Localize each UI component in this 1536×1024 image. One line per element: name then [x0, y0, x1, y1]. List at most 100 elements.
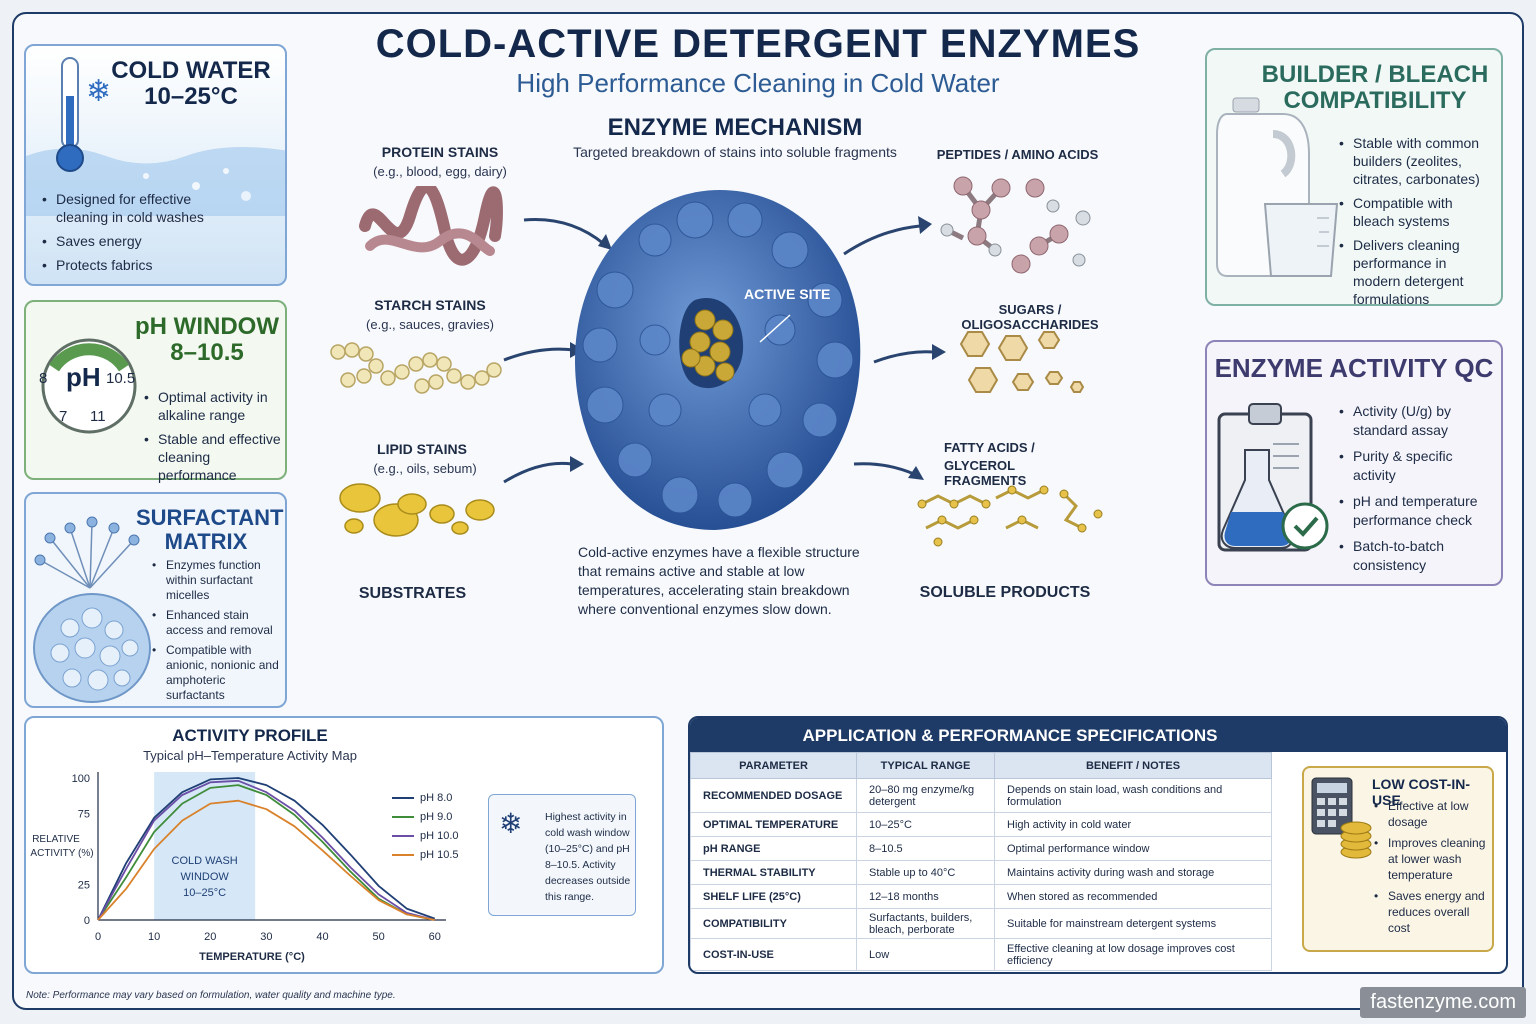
table-cell: 12–18 months: [856, 884, 995, 909]
mechanism-title: ENZYME MECHANISM: [607, 114, 863, 141]
sugars-label: SUGARS / OLIGOSACCHARIDES: [961, 302, 1099, 332]
legend-label: pH 10.5: [420, 849, 459, 861]
cold-water-title: COLD WATER: [111, 57, 271, 84]
clipboard-flask-icon: [1217, 403, 1329, 552]
y-axis-label: RELATIVE: [32, 834, 80, 845]
starch-beads-icon: [330, 342, 502, 394]
series-line-ph-8-0: [97, 777, 436, 921]
legend-label: pH 10.0: [420, 830, 459, 842]
sugar-hexagon-icon: [959, 331, 1085, 393]
table-row: pH RANGE 8–10.5 Optimal performance wind…: [690, 836, 1272, 861]
detergent-jug-icon: [1216, 97, 1339, 277]
legend-label: pH 9.0: [420, 811, 453, 823]
list-item: Stable with common builders (zeolites, c…: [1337, 134, 1497, 188]
snowflake-icon: ❄: [499, 808, 523, 839]
specs-card: APPLICATION & PERFORMANCE SPECIFICATIONS…: [688, 716, 1508, 974]
table-cell: OPTIMAL TEMPERATURE: [690, 812, 857, 837]
cost-box: LOW COST-IN-USE Effective at low dosage …: [1302, 766, 1494, 952]
builder-title: BUILDER / BLEACH: [1261, 61, 1489, 88]
table-row: OPTIMAL TEMPERATURE 10–25°C High activit…: [690, 812, 1272, 837]
builder-card: BUILDER / BLEACH COMPATIBILITY Stable wi…: [1205, 48, 1503, 308]
legend-item: pH 9.0: [392, 811, 459, 823]
cold-water-card: ❄ COLD WATER 10–25°C Designed for effect…: [24, 44, 287, 286]
chart-note: Highest activity in cold wash window (10…: [545, 811, 631, 903]
y-tick-label: 25: [78, 880, 90, 892]
arrow-right-icon: [503, 456, 584, 484]
ph-window-bullets: Optimal activity in alkaline range Stabl…: [142, 388, 286, 484]
table-cell: Surfactants, builders, bleach, perborate: [856, 908, 995, 939]
builder-bullets: Stable with common builders (zeolites, c…: [1337, 134, 1497, 308]
list-item: Effective at low dosage: [1372, 798, 1494, 830]
ph-window-card: pH 8 10.5 7 11 pH WINDOW 8–10.5 Optimal …: [24, 300, 287, 483]
x-tick-label: 10: [148, 931, 160, 943]
legend-swatch: [392, 797, 414, 799]
x-tick-label: 0: [95, 931, 101, 943]
column-header: BENEFIT / NOTES: [994, 752, 1272, 779]
cold-wash-band: [154, 772, 256, 920]
list-item: Compatible with bleach systems: [1337, 194, 1497, 230]
x-tick-label: 20: [204, 931, 216, 943]
ph-window-range: 8–10.5: [170, 339, 244, 367]
table-cell: Low: [856, 938, 995, 971]
x-tick-label: 30: [260, 931, 272, 943]
ph-window-title: pH WINDOW: [135, 313, 279, 340]
arrow-right-icon: [873, 344, 946, 364]
column-header: TYPICAL RANGE: [856, 752, 995, 779]
list-item: Stable and effective cleaning performanc…: [142, 430, 286, 484]
ph-gauge-icon: [41, 338, 137, 434]
series-line-ph-10-0: [97, 779, 436, 921]
table-cell: Stable up to 40°C: [856, 860, 995, 885]
protein-strand-icon: [359, 186, 503, 266]
active-site-label: ACTIVE SITE: [744, 286, 831, 302]
table-row: SHELF LIFE (25°C) 12–18 months When stor…: [690, 884, 1272, 909]
specs-table: PARAMETER TYPICAL RANGE BENEFIT / NOTES …: [690, 752, 1272, 971]
list-item: Delivers cleaning performance in modern …: [1337, 236, 1497, 308]
mechanism-description: Cold-active enzymes have a flexible stru…: [578, 544, 860, 617]
fatty-acid-chain-icon: [917, 485, 1103, 547]
table-row: THERMAL STABILITY Stable up to 40°C Main…: [690, 860, 1272, 885]
table-cell: When stored as recommended: [994, 884, 1272, 909]
ph-tick-8: 8: [39, 370, 48, 387]
y-tick-label: 75: [78, 809, 90, 821]
enzyme-structure-icon: [575, 190, 861, 530]
specs-header-bar: [690, 718, 1506, 752]
list-item: Optimal activity in alkaline range: [142, 388, 286, 424]
mechanism-subtitle: Targeted breakdown of stains into solubl…: [573, 144, 897, 160]
starch-stains-examples: (e.g., sauces, gravies): [366, 317, 494, 332]
amino-acid-icon: [940, 176, 1091, 274]
legend-item: pH 10.0: [392, 830, 459, 842]
lipid-stains-examples: (e.g., oils, sebum): [373, 461, 477, 476]
qc-bullets: Activity (U/g) by standard assay Purity …: [1337, 402, 1497, 575]
table-cell: THERMAL STABILITY: [690, 860, 857, 885]
surfactant-subtitle: MATRIX: [164, 529, 248, 555]
table-cell: 8–10.5: [856, 836, 995, 861]
x-axis-label: TEMPERATURE (°C): [199, 951, 305, 963]
cold-wash-window-label: 10–25°C: [183, 887, 226, 899]
surfactant-title: SURFACTANT: [136, 505, 284, 530]
list-item: Enhanced stain access and removal: [150, 608, 284, 638]
table-cell: COST-IN-USE: [690, 938, 857, 971]
legend-swatch: [392, 816, 414, 818]
fatty-acids-label: FATTY ACIDS /: [944, 440, 1035, 455]
list-item: Enzymes function within surfactant micel…: [150, 558, 284, 603]
chart-subtitle: Typical pH–Temperature Activity Map: [143, 748, 357, 763]
arrow-right-icon: [853, 462, 924, 480]
cold-wash-window-label: COLD WASH: [172, 855, 238, 867]
table-cell: COMPATIBILITY: [690, 908, 857, 939]
calculator-coins-icon: [1311, 777, 1372, 859]
table-row: RECOMMENDED DOSAGE 20–80 mg enzyme/kg de…: [690, 778, 1272, 813]
thermometer-icon: [56, 57, 84, 172]
x-tick-label: 50: [373, 931, 385, 943]
cold-water-range: 10–25°C: [144, 83, 238, 111]
list-item: Purity & specific activity: [1337, 447, 1497, 485]
chart-note-box: ❄ Highest activity in cold wash window (…: [488, 794, 636, 916]
list-item: Batch-to-batch consistency: [1337, 537, 1497, 575]
list-item: Designed for effective cleaning in cold …: [40, 190, 240, 226]
list-item: Saves energy and reduces overall cost: [1372, 888, 1494, 936]
y-tick-label: 100: [72, 773, 90, 785]
legend-item: pH 10.5: [392, 849, 459, 861]
activity-profile-card: ACTIVITY PROFILE Typical pH–Temperature …: [24, 716, 664, 974]
series-line-ph-9-0: [97, 784, 435, 921]
lipid-droplets-icon: [339, 483, 495, 537]
